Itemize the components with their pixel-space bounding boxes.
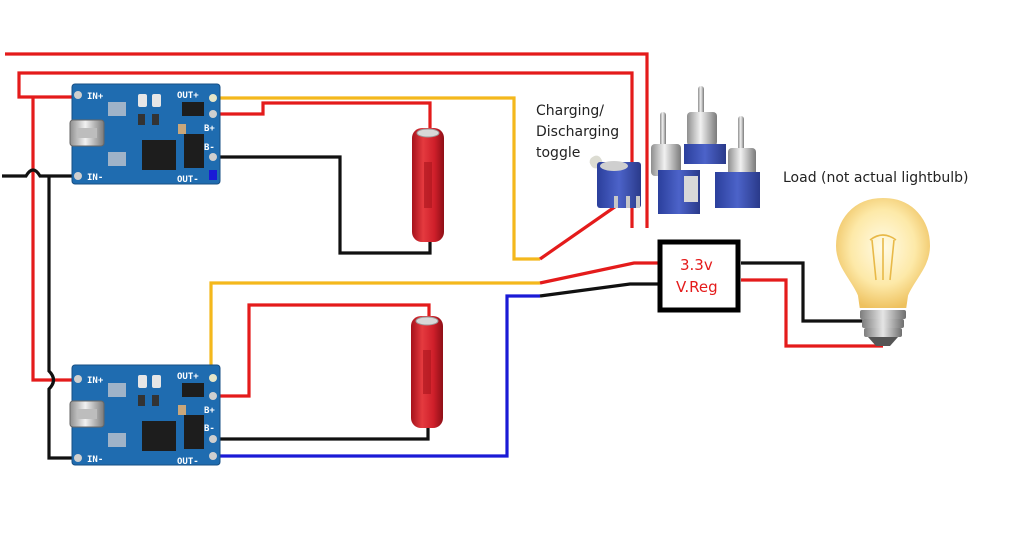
wire-gnd-to-vreg-black xyxy=(539,282,659,298)
wires xyxy=(2,52,883,460)
ic-chip xyxy=(142,140,176,170)
toggle-switch-photo-group xyxy=(651,86,760,214)
label-out-plus: OUT+ xyxy=(177,91,199,101)
lightbulb-icon xyxy=(831,193,935,346)
pad-in-minus xyxy=(74,172,82,180)
toggle-label-line2: Discharging xyxy=(536,124,619,140)
label-in-plus: IN+ xyxy=(87,376,104,386)
toggle-switch-main[interactable] xyxy=(588,154,641,208)
pad-in-plus xyxy=(74,91,82,99)
charger-module-top: IN+ IN- OUT+ B+ B- OUT- xyxy=(69,83,221,185)
pad-out-minus xyxy=(209,452,217,460)
label-b-minus: B- xyxy=(204,143,215,153)
wire-top-outer-red xyxy=(5,52,649,228)
label-in-plus: IN+ xyxy=(87,92,104,102)
vreg-label-name: V.Reg xyxy=(676,278,718,296)
wire-vreg-to-load-red xyxy=(741,278,883,348)
wire-top-outplus-yellow xyxy=(212,96,540,261)
battery-top xyxy=(412,128,444,242)
wire-switch-red-diag xyxy=(539,202,620,261)
vreg-label-voltage: 3.3v xyxy=(680,256,713,274)
pad-b-plus xyxy=(209,110,217,118)
charger-module-bottom: IN+ IN- OUT+ B+ B- OUT- xyxy=(69,364,221,467)
pad-b-minus xyxy=(209,153,217,161)
toggle-label-line3: toggle xyxy=(536,145,580,161)
toggle-label-line1: Charging/ xyxy=(536,103,604,119)
wire-top-inner-red xyxy=(17,71,634,228)
pad-out-plus xyxy=(209,374,217,382)
pad-b-minus xyxy=(209,435,217,443)
wire-bottom-bminus-black xyxy=(212,427,430,441)
pad-in-plus xyxy=(74,375,82,383)
wire-top-bminus-black xyxy=(212,155,432,255)
wire-vreg-to-load-black xyxy=(741,261,863,323)
label-b-plus: B+ xyxy=(204,124,215,134)
wire-switch-to-vreg-red xyxy=(539,261,659,285)
voltage-regulator: 3.3v V.Reg xyxy=(657,239,741,313)
battery-label-stripe xyxy=(423,350,431,394)
battery-label-stripe xyxy=(424,162,432,208)
ic-chip xyxy=(142,421,176,451)
wire-left-vertical-black xyxy=(47,176,78,460)
label-b-minus: B- xyxy=(204,424,215,434)
wire-top-bplus-red xyxy=(212,101,432,132)
wire-bottom-outplus-yellow xyxy=(209,281,540,378)
pad-b-plus xyxy=(209,392,217,400)
wire-in-minus-black xyxy=(2,168,78,178)
wire-bottom-outminus-blue xyxy=(212,294,540,458)
label-in-minus: IN- xyxy=(87,455,103,465)
label-in-minus: IN- xyxy=(87,173,103,183)
load-label: Load (not actual lightbulb) xyxy=(783,170,968,186)
pad-in-minus xyxy=(74,454,82,462)
label-out-plus: OUT+ xyxy=(177,372,199,382)
label-b-plus: B+ xyxy=(204,406,215,416)
pad-out-plus xyxy=(209,94,217,102)
pad-out-minus xyxy=(209,170,217,180)
wire-left-vertical-red xyxy=(31,97,78,382)
label-out-minus: OUT- xyxy=(177,175,199,185)
wire-bottom-bplus-red xyxy=(212,303,431,398)
label-out-minus: OUT- xyxy=(177,457,199,467)
battery-bottom xyxy=(411,316,443,428)
